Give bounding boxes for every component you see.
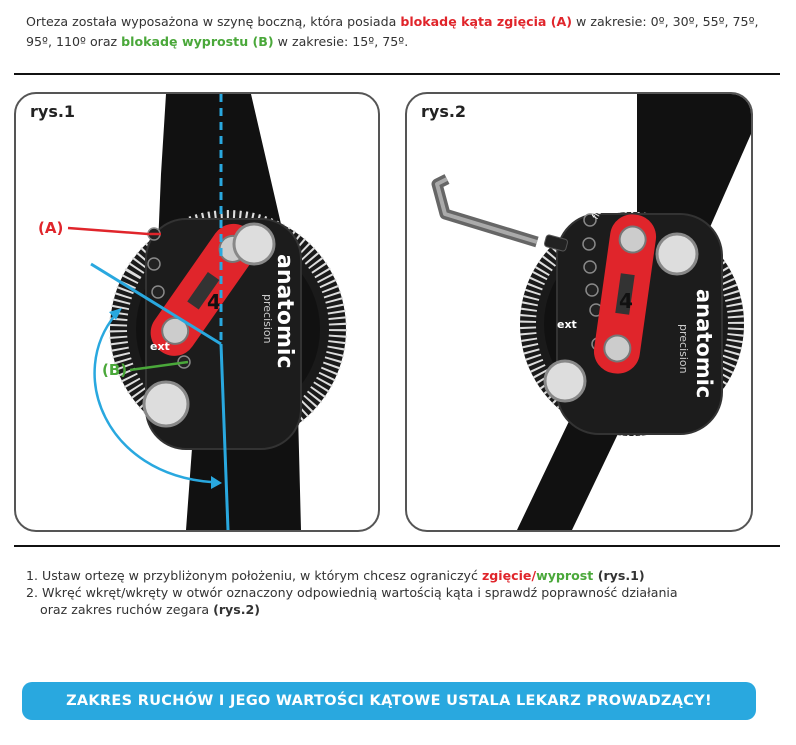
instruction-steps: 1. Ustaw ortezę w przybliżonym położeniu… bbox=[26, 567, 786, 618]
ext-lock-highlight: blokadę wyprostu (B) bbox=[121, 34, 274, 49]
figure-1-ext-label: ext bbox=[150, 340, 170, 353]
figure-1-panel: rys.1 4 anatomic precision ext flex bbox=[14, 92, 380, 532]
figure-1-brand-sub: precision bbox=[261, 294, 274, 344]
figure-2-illustration: 4 anatomic precision ext flex bbox=[431, 94, 751, 530]
step-2-ref: (rys.2) bbox=[213, 602, 261, 617]
step-1-flex: zgięcie bbox=[481, 568, 532, 583]
figure-2-brand-sub: precision bbox=[677, 324, 690, 374]
figure-2-brand: anatomic bbox=[692, 289, 716, 398]
figure-1-illustration: 4 anatomic precision ext flex (A) (B) bbox=[38, 94, 347, 530]
figure-1-label-b: (B) bbox=[102, 361, 127, 379]
intro-text-3: w zakresie: 15º, 75º. bbox=[273, 34, 409, 49]
figure-2-panel: rys.2 4 anatomic precision ext fl bbox=[405, 92, 753, 532]
step-1-ext: wyprost bbox=[536, 568, 594, 583]
intro-paragraph: Orteza została wyposażona w szynę boczną… bbox=[26, 12, 776, 52]
figure-2-title: rys.2 bbox=[421, 102, 467, 121]
flex-lock-highlight: blokadę kąta zgięcia (A) bbox=[400, 14, 573, 29]
top-divider bbox=[14, 73, 780, 75]
bottom-divider bbox=[14, 545, 780, 547]
intro-text-1: Orteza została wyposażona w szynę boczną… bbox=[26, 14, 401, 29]
figure-1-label-a: (A) bbox=[38, 219, 63, 237]
figure-1-title: rys.1 bbox=[30, 102, 76, 121]
step-2-line-2: oraz zakres ruchów zegara (rys.2) bbox=[40, 602, 261, 617]
figure-1-brand: anatomic bbox=[272, 254, 297, 369]
doctor-notice-banner: ZAKRES RUCHÓW I JEGO WARTOŚCI KĄTOWE UST… bbox=[22, 682, 756, 720]
figure-1-plate-number: 4 bbox=[207, 290, 221, 314]
step-1: 1. Ustaw ortezę w przybliżonym położeniu… bbox=[26, 568, 645, 583]
figure-2-ext-label: ext bbox=[557, 318, 577, 331]
figure-2-plate-number: 4 bbox=[619, 289, 633, 313]
step-2-line-1: 2. Wkręć wkręt/wkręty w otwór oznaczony … bbox=[26, 585, 678, 600]
intro-text-2: w zakresie: 0º, 30º, 55º, 75º, 95º, 110º… bbox=[26, 14, 759, 49]
step-1-ref: (rys.1) bbox=[593, 568, 645, 583]
